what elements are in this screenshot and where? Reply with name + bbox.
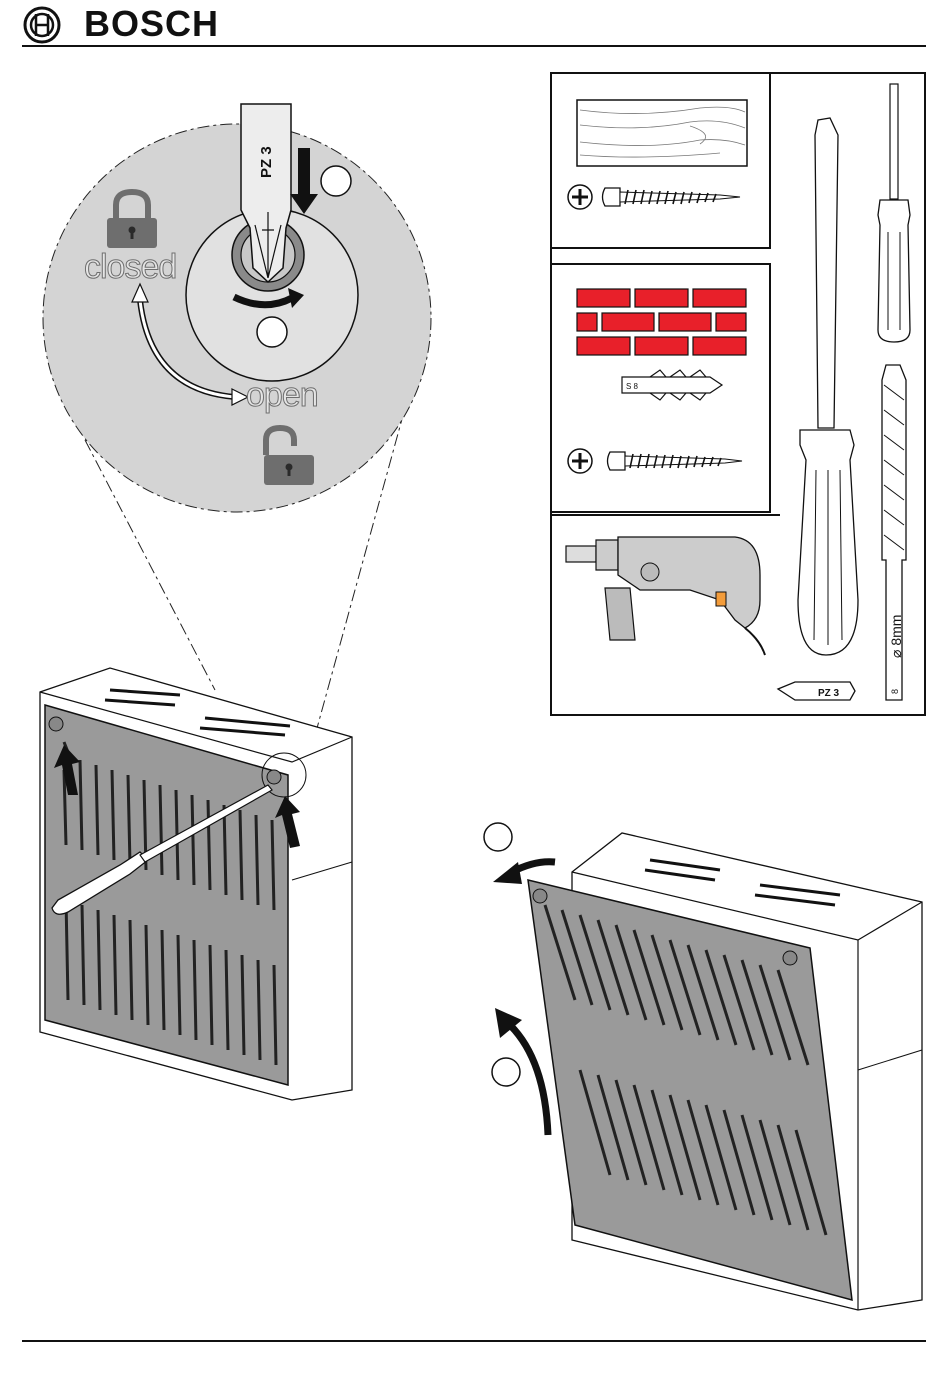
drill-bit-icon: ⌀ 8mm 8 bbox=[882, 365, 906, 700]
cabinet-open bbox=[484, 823, 922, 1310]
cabinet-closed bbox=[40, 668, 352, 1100]
svg-text:PZ 3: PZ 3 bbox=[818, 688, 840, 699]
step-2-marker bbox=[257, 317, 287, 347]
brick-wall-icon bbox=[577, 289, 746, 355]
svg-text:8: 8 bbox=[890, 689, 900, 694]
step-1-marker bbox=[321, 166, 351, 196]
bit-label-detail: PZ 3 bbox=[255, 136, 275, 186]
svg-text:⌀ 8mm: ⌀ 8mm bbox=[888, 615, 904, 658]
label-open: open bbox=[246, 376, 318, 415]
tools-panel: S 8 bbox=[551, 73, 925, 715]
footer-rule bbox=[22, 1340, 926, 1342]
label-closed: closed bbox=[84, 248, 176, 287]
step-2-marker bbox=[492, 1058, 520, 1086]
svg-text:S 8: S 8 bbox=[626, 382, 639, 391]
wood-icon bbox=[577, 100, 747, 166]
step-1-marker bbox=[484, 823, 512, 851]
